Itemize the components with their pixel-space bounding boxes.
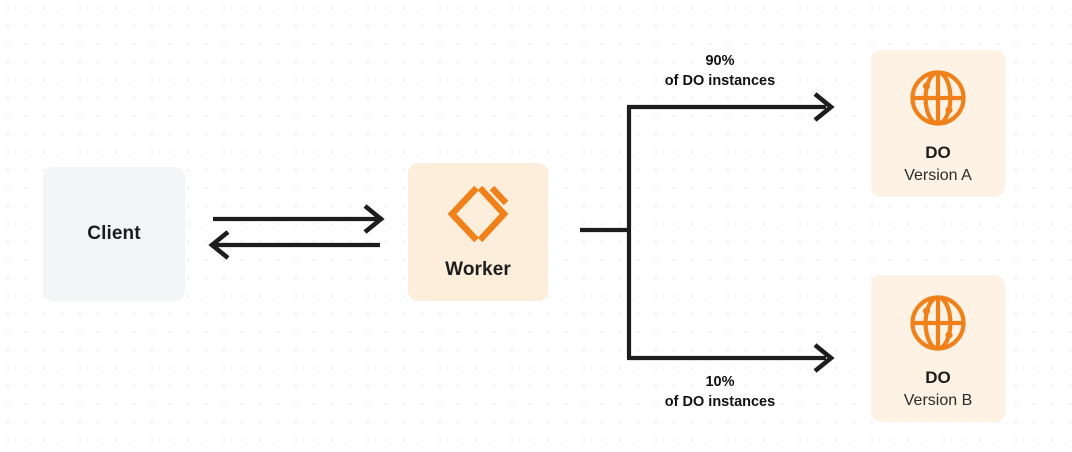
node-worker-label: Worker (445, 258, 511, 280)
edge-worker-to-client (208, 230, 380, 260)
node-client-label: Client (87, 222, 141, 244)
edge-worker-to-do-b (627, 343, 835, 373)
edge-label-90-percent: 90% of DO instances (620, 52, 820, 91)
edge-label-10-percent-value: 10% (705, 374, 735, 390)
node-do-b-label: DO (925, 367, 951, 387)
edge-label-10-percent: 10% of DO instances (620, 373, 820, 412)
node-do-version-b[interactable]: DO Version B (871, 275, 1005, 422)
node-do-b-sublabel: Version B (903, 392, 973, 410)
edge-label-90-percent-text: of DO instances (664, 72, 776, 89)
edge-label-10-percent-text: of DO instances (664, 393, 776, 410)
edge-worker-branch-trunk (580, 107, 632, 358)
edge-worker-to-do-a (627, 92, 835, 122)
globe-icon (906, 66, 970, 130)
globe-icon (906, 291, 970, 355)
node-client[interactable]: Client (43, 167, 185, 301)
node-do-a-label: DO (925, 142, 951, 162)
cloudflare-workers-icon (444, 183, 512, 245)
edge-label-90-percent-value: 90% (705, 53, 735, 69)
node-do-a-sublabel: Version A (904, 167, 972, 185)
node-do-version-a[interactable]: DO Version A (871, 50, 1005, 197)
edge-client-to-worker (213, 204, 385, 234)
node-worker[interactable]: Worker (408, 163, 548, 301)
